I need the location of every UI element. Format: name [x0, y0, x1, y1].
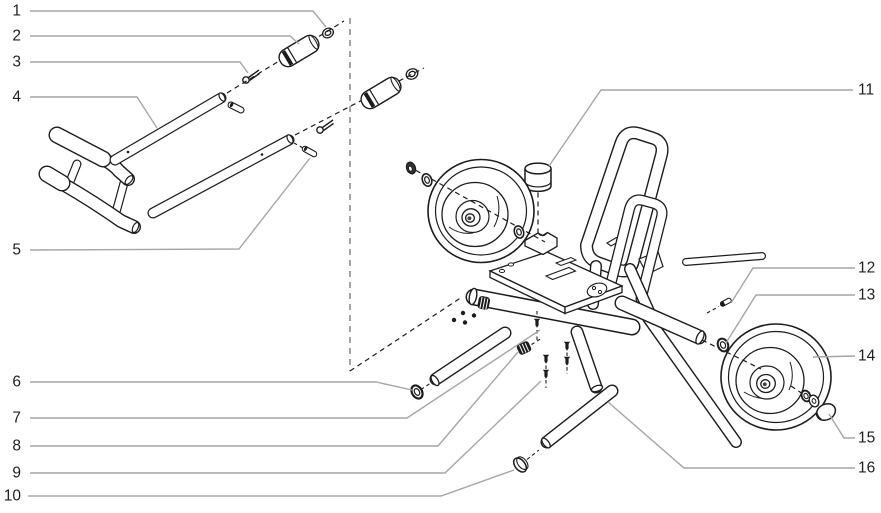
- handle-insertion-dashed-line: [349, 296, 463, 372]
- handle-grip-left: [278, 34, 320, 68]
- leg-washer: [410, 384, 424, 400]
- left-axle-locknut: [405, 161, 417, 175]
- handle-side-tube-lower: [38, 165, 141, 234]
- caster-mount-block: [524, 231, 558, 256]
- handle-assembly: [38, 20, 425, 234]
- leader-line-7: [30, 329, 541, 419]
- callout-16: 16: [858, 460, 875, 477]
- left-wheel-assembly: [405, 158, 546, 264]
- frame-handle-loop: [580, 126, 669, 278]
- front-left-leg: [429, 326, 512, 387]
- cart-legs: [410, 311, 619, 473]
- leader-line-3: [30, 61, 249, 74]
- roll-pin-lower: [293, 142, 318, 158]
- axle-stub-right: [614, 295, 707, 345]
- frame-rear-rail: [642, 312, 742, 448]
- leg-end-cap: [512, 456, 529, 473]
- cart-frame: [465, 126, 766, 448]
- axle-end-plug: [477, 296, 491, 311]
- extension-tube-upper: [109, 92, 227, 166]
- callout-14: 14: [858, 348, 876, 365]
- leg-cap-dashed-line: [526, 449, 540, 460]
- callout-4: 4: [12, 89, 21, 106]
- callout-2: 2: [12, 28, 21, 45]
- rear-leg: [540, 384, 619, 449]
- retaining-ring-right: [405, 68, 419, 80]
- axle-pin: [719, 297, 732, 307]
- left-wheel: [427, 158, 535, 264]
- leader-line-9: [30, 380, 542, 474]
- callout-12: 12: [858, 260, 875, 277]
- handle-side-tube-upper: [48, 126, 135, 186]
- leader-line-12: [730, 267, 855, 304]
- callout-7: 7: [12, 410, 21, 427]
- mounting-plate: [488, 251, 624, 315]
- retaining-ring-left: [321, 27, 335, 39]
- cotter-pin-lower: [316, 119, 334, 134]
- right-axle-washer-outer: [800, 389, 812, 403]
- leader-line-16: [607, 401, 855, 469]
- push-nut: [808, 394, 820, 408]
- leader-line-5: [29, 157, 311, 251]
- callout-1: 1: [12, 3, 21, 20]
- leg-washer-dashed-line: [420, 383, 431, 390]
- right-axle-washer-inner: [716, 337, 730, 353]
- callout-13: 13: [858, 287, 875, 304]
- cotter-pin-upper: [242, 69, 260, 84]
- axle-pin-dashed-line: [706, 306, 720, 314]
- leader-line-10: [28, 469, 515, 497]
- callout-9: 9: [12, 465, 21, 482]
- callout-11: 11: [858, 82, 874, 99]
- callout-5: 5: [12, 242, 21, 259]
- callout-8: 8: [12, 438, 21, 455]
- axle-tube: [465, 287, 641, 336]
- leader-line-4: [30, 96, 158, 129]
- leader-line-8: [30, 351, 519, 447]
- middle-leg: [570, 325, 604, 394]
- frame-inner-loop: [603, 194, 668, 305]
- left-axle-washer-outer: [421, 172, 433, 188]
- leader-line-6: [30, 381, 413, 391]
- callout-3: 3: [12, 54, 21, 71]
- left-axle-washer-inner: [513, 225, 525, 239]
- leader-line-2: [30, 35, 300, 45]
- leader-line-13: [725, 294, 855, 344]
- callout-6: 6: [12, 374, 21, 391]
- caster-cap: [524, 162, 552, 235]
- roll-pin-upper: [227, 101, 245, 114]
- leader-line-1: [30, 10, 327, 28]
- leader-line-14: [812, 355, 856, 358]
- leader-line-11: [548, 89, 853, 167]
- leader-line-15: [828, 413, 855, 439]
- callout-10: 10: [4, 488, 22, 505]
- handle-axis-dashed-line-2: [294, 67, 425, 136]
- extension-tube-lower: [147, 134, 295, 219]
- pail-hook-bar: [682, 252, 766, 266]
- frame-plug: [516, 341, 532, 355]
- handle-axis-dashed-line: [226, 20, 345, 94]
- right-wheel-assembly: [701, 297, 837, 431]
- right-axle-dashed-line: [701, 339, 762, 370]
- frame-plug-dashed-line: [531, 337, 543, 345]
- right-wheel: [720, 323, 832, 431]
- snap-buttons: [451, 310, 477, 325]
- callout-15: 15: [858, 430, 875, 447]
- handle-grip-right: [360, 76, 402, 110]
